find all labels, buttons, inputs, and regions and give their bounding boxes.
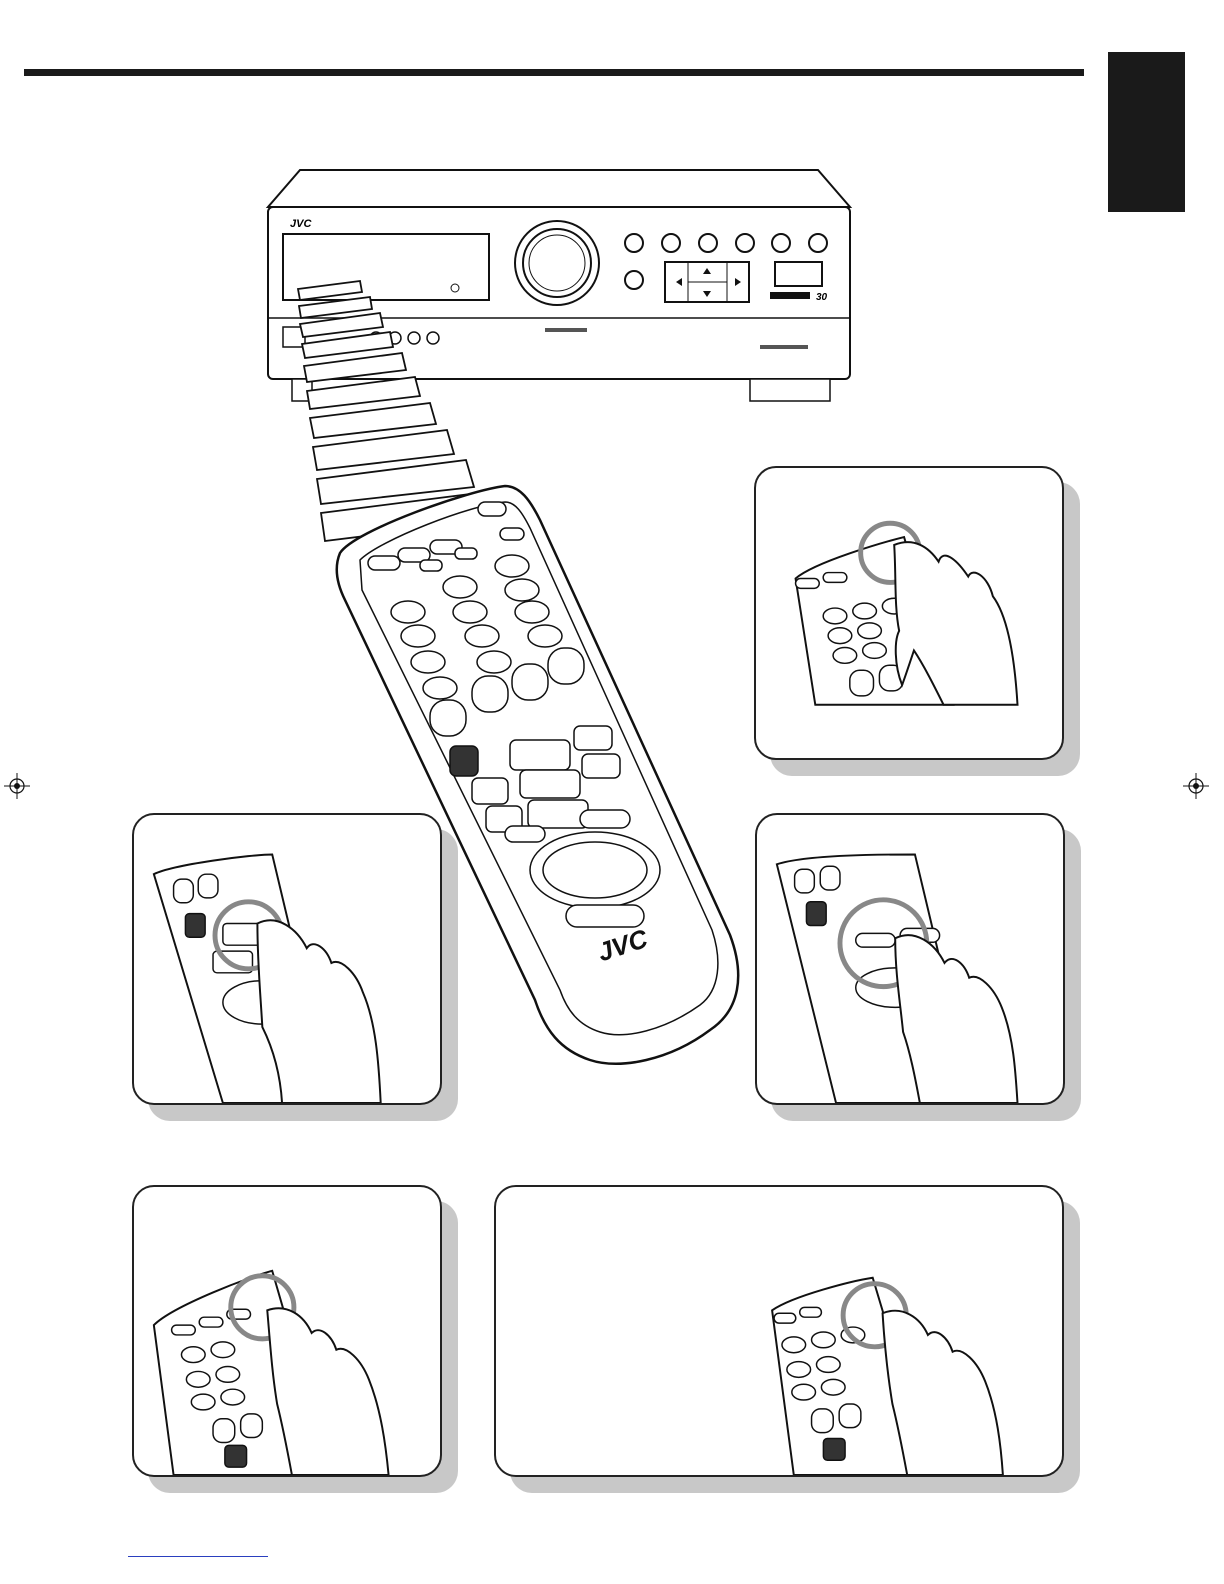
panel-1-illustration	[756, 468, 1062, 758]
panel-3	[755, 813, 1065, 1105]
panel-4-illustration	[134, 1187, 440, 1475]
panel-4	[132, 1185, 442, 1477]
receiver-brand: JVC	[290, 218, 312, 230]
panel-1	[754, 466, 1064, 760]
panel-2-illustration	[134, 815, 440, 1103]
receiver-badge: 30	[816, 292, 828, 303]
footer-line	[128, 1556, 268, 1557]
panel-3-illustration	[757, 815, 1063, 1103]
panel-5-illustration	[496, 1187, 1062, 1475]
panel-2	[132, 813, 442, 1105]
panel-5	[494, 1185, 1064, 1477]
